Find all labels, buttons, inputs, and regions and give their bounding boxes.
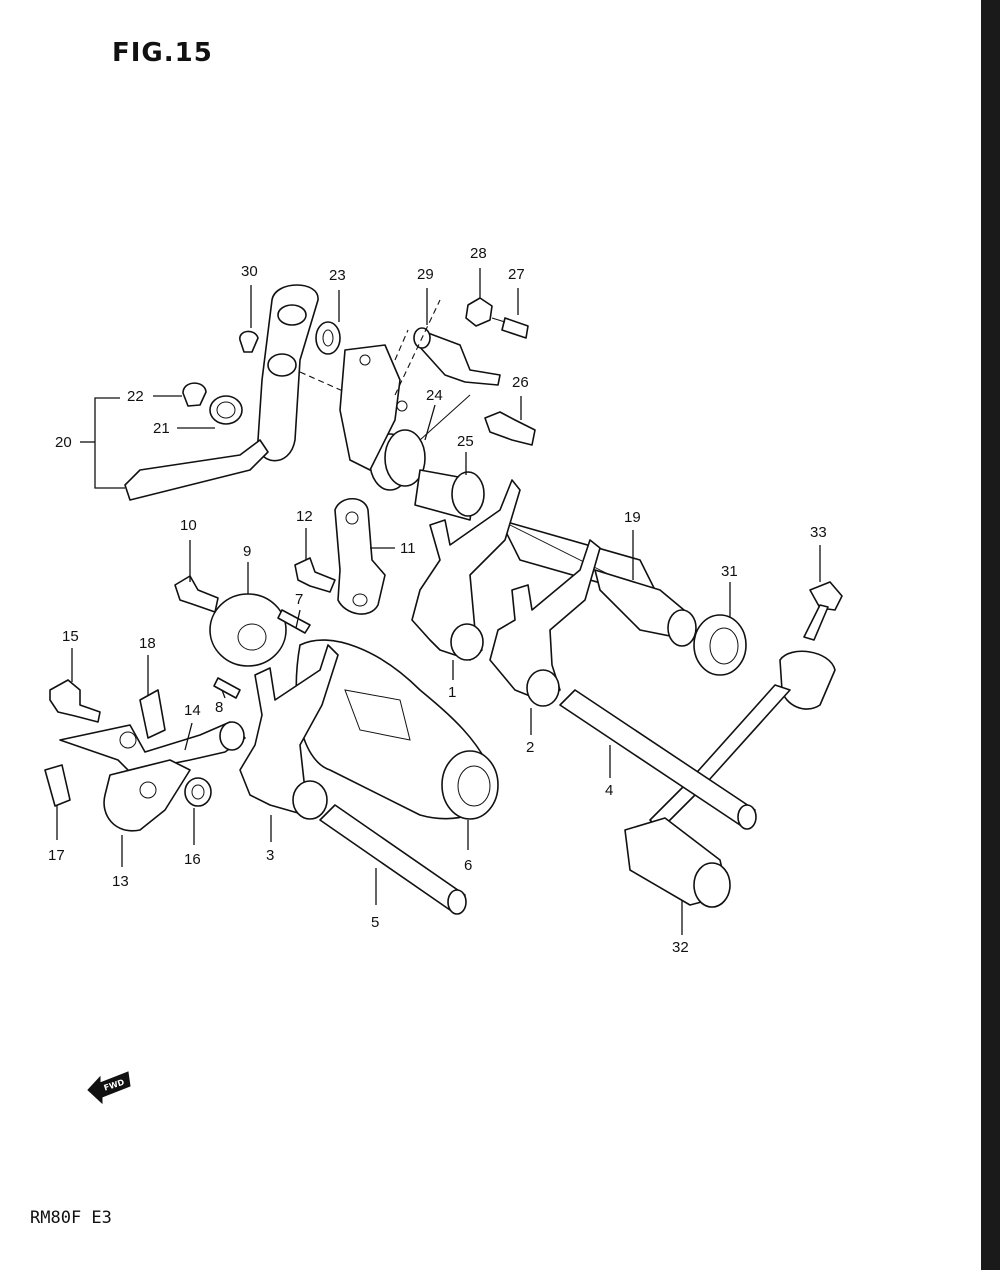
part-shaft-4 (559, 689, 757, 830)
part-fork-2 (489, 539, 601, 707)
part-shaft-5 (319, 804, 467, 915)
callout-21: 21 (153, 420, 170, 437)
callout-18: 18 (139, 635, 156, 652)
callout-32: 32 (672, 939, 689, 956)
callout-17: 17 (48, 847, 65, 864)
callout-5: 5 (371, 914, 379, 931)
part-spring-18 (139, 689, 166, 739)
part-plate-9 (209, 593, 287, 667)
callout-31: 31 (721, 563, 738, 580)
part-shaft-19 (594, 569, 697, 647)
assembly-line (394, 329, 409, 361)
callout-24: 24 (426, 387, 443, 404)
part-bolt-26 (484, 411, 536, 446)
part-arm-14 (59, 721, 246, 773)
fwd-arrow-icon: FWD (87, 1071, 131, 1105)
part-fork-1 (411, 479, 521, 661)
part-collar-25 (414, 469, 485, 521)
part-plate-13 (103, 759, 191, 832)
part-clip-22 (182, 382, 207, 407)
model-code: RM80F E3 (30, 1208, 112, 1228)
callout-23: 23 (329, 267, 346, 284)
part-washer-16 (184, 777, 212, 807)
callout-16: 16 (184, 851, 201, 868)
callout-13: 13 (112, 873, 129, 890)
scan-edge (981, 0, 1000, 1270)
part-spring-17 (44, 764, 71, 807)
callout-14: 14 (184, 702, 201, 719)
part-spring-21 (209, 395, 243, 425)
assembly-line (394, 299, 441, 396)
part-clip-30 (239, 330, 259, 353)
callout-25: 25 (457, 433, 474, 450)
callout-4: 4 (605, 782, 613, 799)
part-arm-30 (257, 284, 319, 462)
callout-19: 19 (624, 509, 641, 526)
callout-8: 8 (215, 699, 223, 716)
callout-28: 28 (470, 245, 487, 262)
part-shift-lever-32 (624, 650, 836, 908)
callout-15: 15 (62, 628, 79, 645)
part-bolt-33 (803, 581, 843, 641)
callout-22: 22 (127, 388, 144, 405)
leader-lines (56, 268, 821, 935)
callout-20: 20 (55, 434, 72, 451)
callout-10: 10 (180, 517, 197, 534)
part-nut-28 (465, 297, 493, 327)
part-washer-23 (315, 321, 341, 355)
part-fork-3 (239, 644, 339, 820)
part-seal-31 (693, 614, 747, 676)
callout-6: 6 (464, 857, 472, 874)
callout-33: 33 (810, 524, 827, 541)
callout-26: 26 (512, 374, 529, 391)
callout-27: 27 (508, 266, 525, 283)
part-pin-27 (491, 317, 529, 339)
part-bolt-15 (49, 679, 101, 723)
callout-9: 9 (243, 543, 251, 560)
part-stopper-11 (334, 497, 386, 615)
callout-3: 3 (266, 847, 274, 864)
part-pin-8 (213, 677, 241, 699)
part-screw-12 (294, 557, 336, 593)
callout-11: 11 (400, 540, 416, 557)
part-bolt-29 (413, 327, 501, 386)
part-screw-10 (174, 575, 219, 613)
part-pin-7 (277, 609, 311, 634)
callout-labels: 1 2 3 4 5 6 7 8 9 10 11 12 13 14 15 16 1… (48, 245, 827, 956)
part-bracket (339, 344, 408, 471)
callout-7: 7 (295, 591, 303, 608)
callout-1: 1 (448, 684, 456, 701)
callout-29: 29 (417, 266, 434, 283)
callout-12: 12 (296, 508, 313, 525)
part-drum-6 (295, 639, 499, 820)
figure-title: FIG.15 (112, 38, 213, 68)
assembly-line (299, 371, 346, 393)
callout-30: 30 (241, 263, 258, 280)
part-lever-20 (124, 439, 269, 501)
callout-2: 2 (526, 739, 534, 756)
